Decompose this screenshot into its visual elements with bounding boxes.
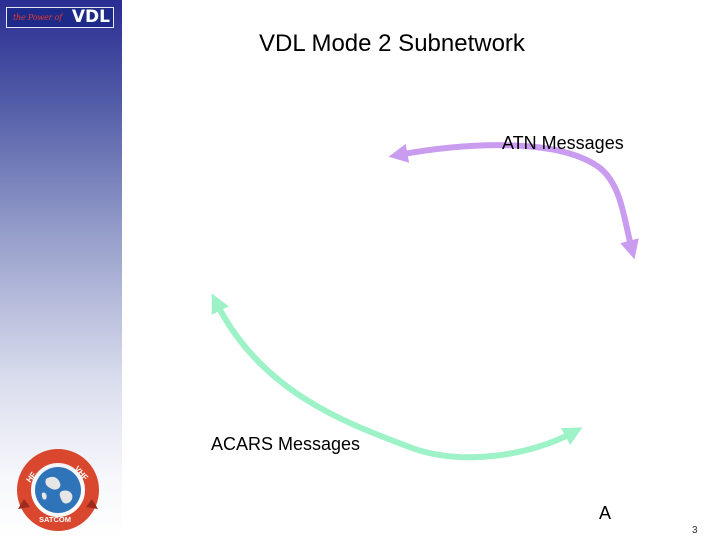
emblem-left-arrow — [18, 499, 30, 509]
vdl-logo: the Power of VDL — [6, 7, 114, 28]
acars-messages-label: ACARS Messages — [211, 434, 361, 454]
atn-arrow — [388, 142, 639, 260]
slide-title: VDL Mode 2 Subnetwork — [259, 30, 525, 57]
atn-messages-label: ATN Messages — [502, 133, 624, 153]
globe-land-2 — [59, 490, 73, 504]
acars-arrow — [211, 293, 583, 461]
emblem-right-arrow — [86, 499, 98, 509]
logo-script-text: the Power of — [13, 13, 62, 22]
emblem-ring — [17, 449, 99, 531]
hf-vhf-satcom-emblem: HF VHF SATCOM — [17, 449, 99, 531]
globe-land-3 — [41, 492, 47, 500]
page-number: 3 — [692, 525, 698, 536]
globe-icon — [35, 467, 81, 513]
a-label: A — [599, 503, 612, 523]
globe-land-1 — [45, 476, 61, 490]
logo-vdl-text: VDL — [71, 7, 110, 27]
satcom-label: SATCOM — [39, 515, 71, 524]
